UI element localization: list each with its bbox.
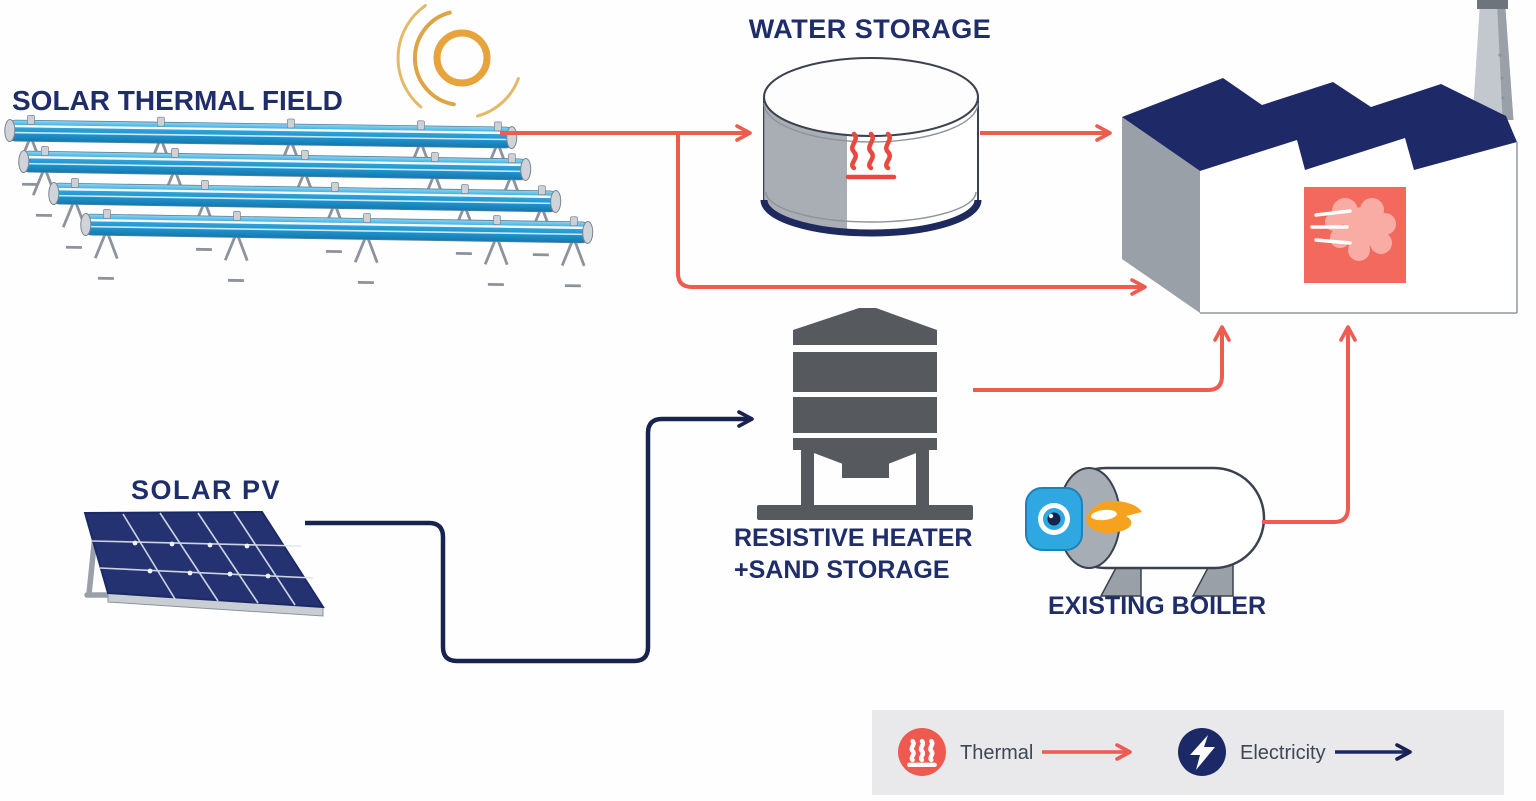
resistive-heater-label-line2: +SAND STORAGE [734,556,950,584]
steam-icon [1304,187,1406,283]
legend: Thermal Electricity [872,710,1504,795]
solar-thermal-field-label: SOLAR THERMAL FIELD [12,85,343,116]
existing-boiler-illustration [1025,466,1266,597]
resistive-heater-label-line1: RESISTIVE HEATER [734,524,972,552]
lightning-icon [1190,735,1215,770]
solar-pv-label: SOLAR PV [131,475,281,505]
water-storage-tank [760,57,982,237]
flow-solar-thermal-to-factory [676,133,1147,296]
flow-resistive-heater-to-factory [973,325,1231,392]
flow-solar-pv-to-resistive-heater [305,410,754,664]
thermal-legend-icon [898,728,946,776]
legend-thermal-label: Thermal [960,742,1033,764]
flow-existing-boiler-to-factory [1262,325,1357,524]
heat-waves-icon [845,131,897,180]
sun-icon [396,4,520,118]
water-storage-label: WATER STORAGE [749,14,992,44]
existing-boiler-label: EXISTING BOILER [1048,592,1266,620]
factory-illustration [1122,0,1518,314]
solar-thermal-field-illustration [2,113,595,288]
chimney [1472,0,1514,128]
legend-electricity-label: Electricity [1240,742,1326,764]
electricity-legend-icon [1178,728,1226,776]
flame-icon [1086,500,1142,534]
resistive-heater-silo [757,308,973,520]
burner-icon [1025,487,1083,551]
heat-waves-icon [907,738,937,768]
solar-pv-panel [83,510,325,617]
